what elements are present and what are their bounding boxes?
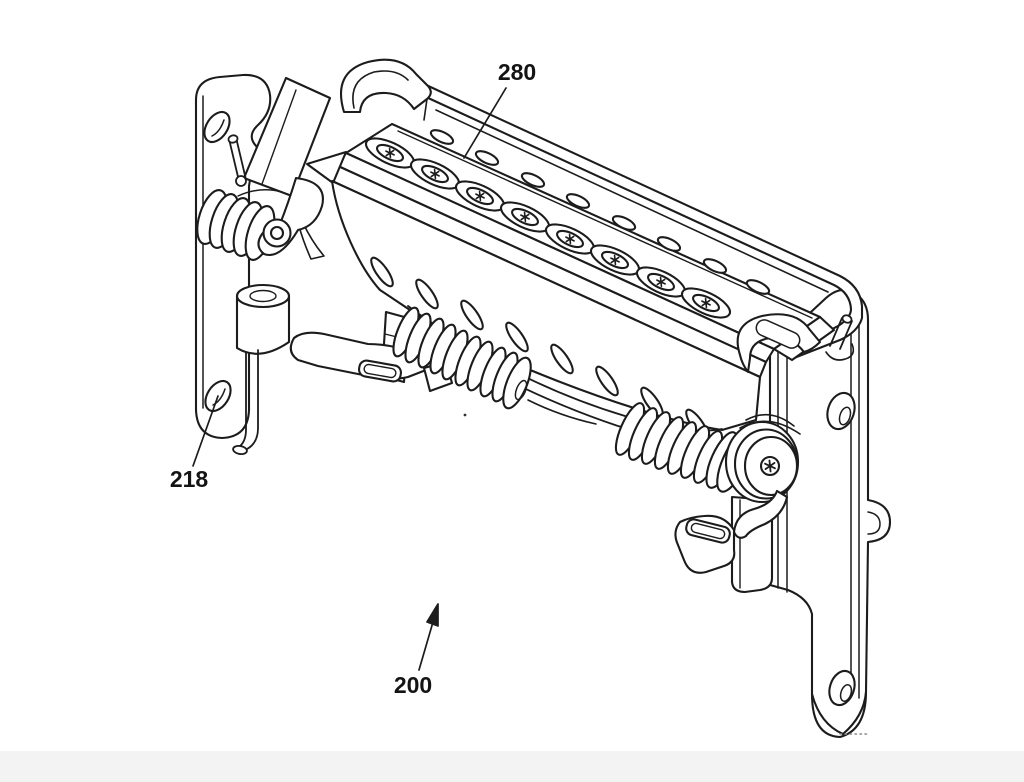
right-spring-tail-pin [825,314,855,361]
left-hinge-assembly [196,76,454,456]
left-plate-upper-hole [203,110,231,144]
left-lower-knuckle [235,283,291,355]
right-hinge-assembly [609,313,855,594]
arrow-line-200 [418,621,434,671]
part-label-200: 200 [394,672,432,698]
part-label-280: 280 [498,59,536,85]
left-tail-rod [232,349,259,456]
stray-dot [463,413,467,417]
part-label-218: 218 [170,466,209,492]
leader-line-218 [192,395,219,467]
left-torsion-coil [196,189,283,261]
right-foot-bracket [674,514,736,574]
torx-screw [759,455,781,477]
left-pivot-arm [257,176,324,256]
leader-line-280 [463,87,507,159]
screw-clamp-bar [305,122,836,379]
spring-end-disc [724,413,801,504]
left-coil-spring [387,303,597,425]
right-plate-lower-hole [828,669,856,707]
reference-labels [192,87,507,671]
left-rolled-hinge-flange [339,58,432,121]
page-edge-band [0,751,1024,782]
right-mounting-plate [768,288,892,739]
right-rolled-hinge-flange [736,313,822,374]
right-hook [732,489,789,539]
left-spring-tail-pin [227,134,247,187]
right-plate-upper-hole [826,391,856,431]
arrowhead-200 [426,603,439,627]
